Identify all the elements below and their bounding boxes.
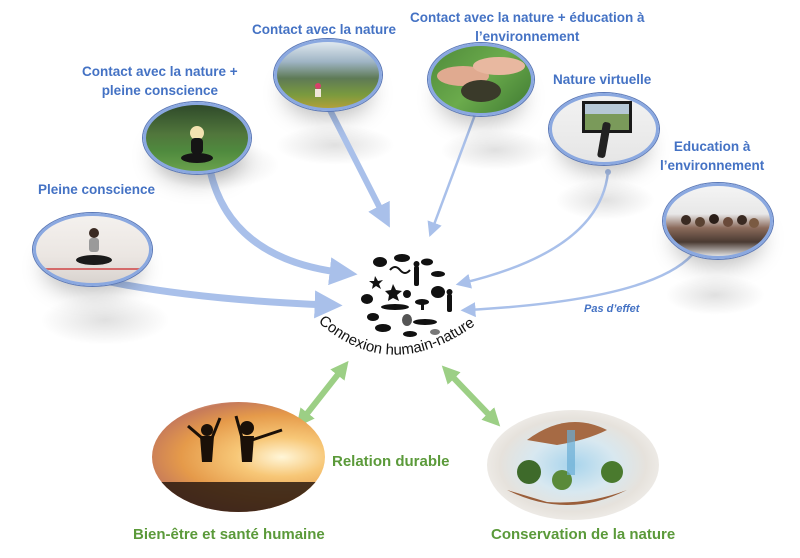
image-education xyxy=(663,183,773,259)
label-line: Contact avec la nature + xyxy=(82,64,238,79)
label-contact-education: Contact avec la nature + éducation à l’e… xyxy=(410,8,644,46)
arrow-education-no-effect xyxy=(460,254,693,318)
label-contact-nature: Contact avec la nature xyxy=(252,22,397,37)
jumping-people-icon xyxy=(152,415,325,512)
shadow xyxy=(275,125,395,165)
shadow xyxy=(40,295,170,345)
label-line: l’environnement xyxy=(475,29,580,44)
image-conservation xyxy=(487,410,659,520)
meditating-woman-garden-icon xyxy=(181,126,213,163)
label-pleine-conscience: Pleine conscience xyxy=(38,182,156,197)
double-arrow-bien-etre xyxy=(296,360,349,428)
arrow-contact-pleine-conscience xyxy=(206,169,358,286)
center-silhouettes xyxy=(355,252,470,347)
label-line: Contact avec la nature + éducation à xyxy=(410,10,645,25)
shadow xyxy=(440,130,550,170)
arrow-pleine-conscience xyxy=(109,278,343,319)
label-education: Education à l’environnement xyxy=(660,137,764,175)
hands-nature-icon xyxy=(507,422,627,505)
arrow-contact-nature xyxy=(327,108,390,228)
audience-icon xyxy=(681,214,759,228)
label-line: pleine conscience xyxy=(101,83,218,98)
image-bien-etre xyxy=(152,402,325,512)
label-contact-pleine-conscience: Contact avec la nature + pleine conscien… xyxy=(82,62,238,100)
image-pleine-conscience xyxy=(33,213,152,286)
image-nature-virtuelle xyxy=(549,93,659,165)
arrow-origin-dot xyxy=(605,169,611,175)
label-nature-virtuelle: Nature virtuelle xyxy=(553,72,652,87)
tv-remote-icon xyxy=(582,101,632,158)
label-line: l’environnement xyxy=(660,158,765,173)
image-contact-education xyxy=(428,43,534,116)
animal-silhouettes-icon xyxy=(361,254,453,337)
label-conservation: Conservation de la nature xyxy=(491,526,676,543)
image-contact-pleine-conscience xyxy=(143,102,251,174)
center-label: Connexion humain-nature xyxy=(315,312,477,359)
image-contact-nature xyxy=(274,39,382,111)
hands-holding-toad-icon xyxy=(437,57,525,102)
shadow xyxy=(665,275,765,315)
center-label-text: Connexion humain-nature xyxy=(315,312,477,359)
label-no-effect: Pas d’effet xyxy=(584,303,640,315)
arrow-nature-virtuelle xyxy=(455,171,610,289)
label-relation-durable: Relation durable xyxy=(332,453,450,470)
person-in-meadow-icon xyxy=(315,83,321,97)
label-bien-etre: Bien-être et santé humaine xyxy=(133,526,325,543)
meditating-person-icon xyxy=(36,228,149,270)
double-arrow-conservation xyxy=(441,365,501,427)
label-line: Education à xyxy=(673,139,751,154)
arrow-contact-education xyxy=(427,111,478,238)
